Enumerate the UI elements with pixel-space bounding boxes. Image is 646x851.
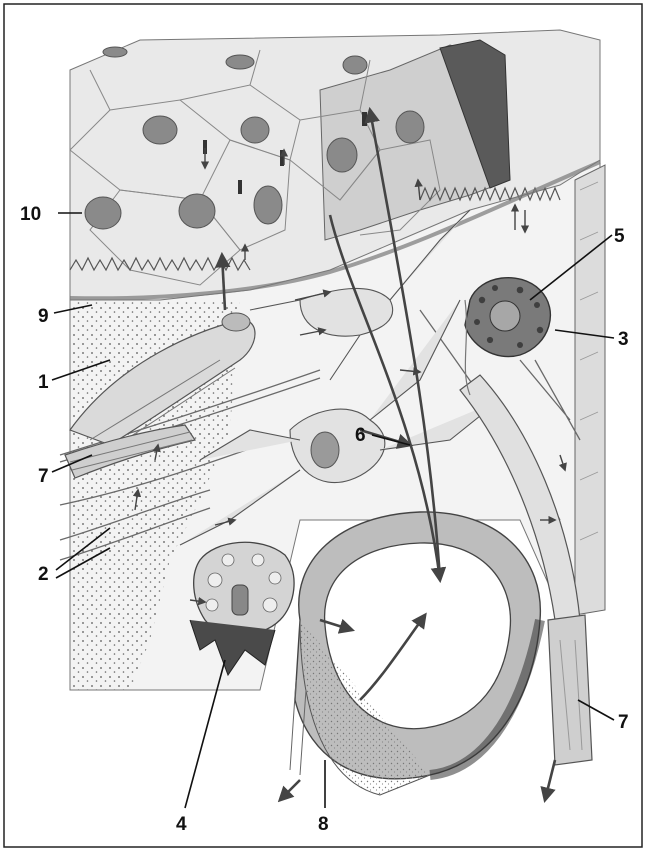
mast-cell <box>465 278 550 357</box>
callout-2: 2 <box>38 564 49 585</box>
callout-5: 5 <box>614 226 625 247</box>
callout-10: 10 <box>20 204 41 225</box>
callout-4: 4 <box>176 814 187 835</box>
cell-nucleus <box>311 432 339 468</box>
callout-7-left: 7 <box>38 466 49 487</box>
callout-6: 6 <box>355 425 366 446</box>
callout-7-right: 7 <box>618 712 629 733</box>
callout-1: 1 <box>38 372 49 393</box>
callout-8: 8 <box>318 814 329 835</box>
callout-3: 3 <box>618 329 629 350</box>
callout-9: 9 <box>38 306 49 327</box>
